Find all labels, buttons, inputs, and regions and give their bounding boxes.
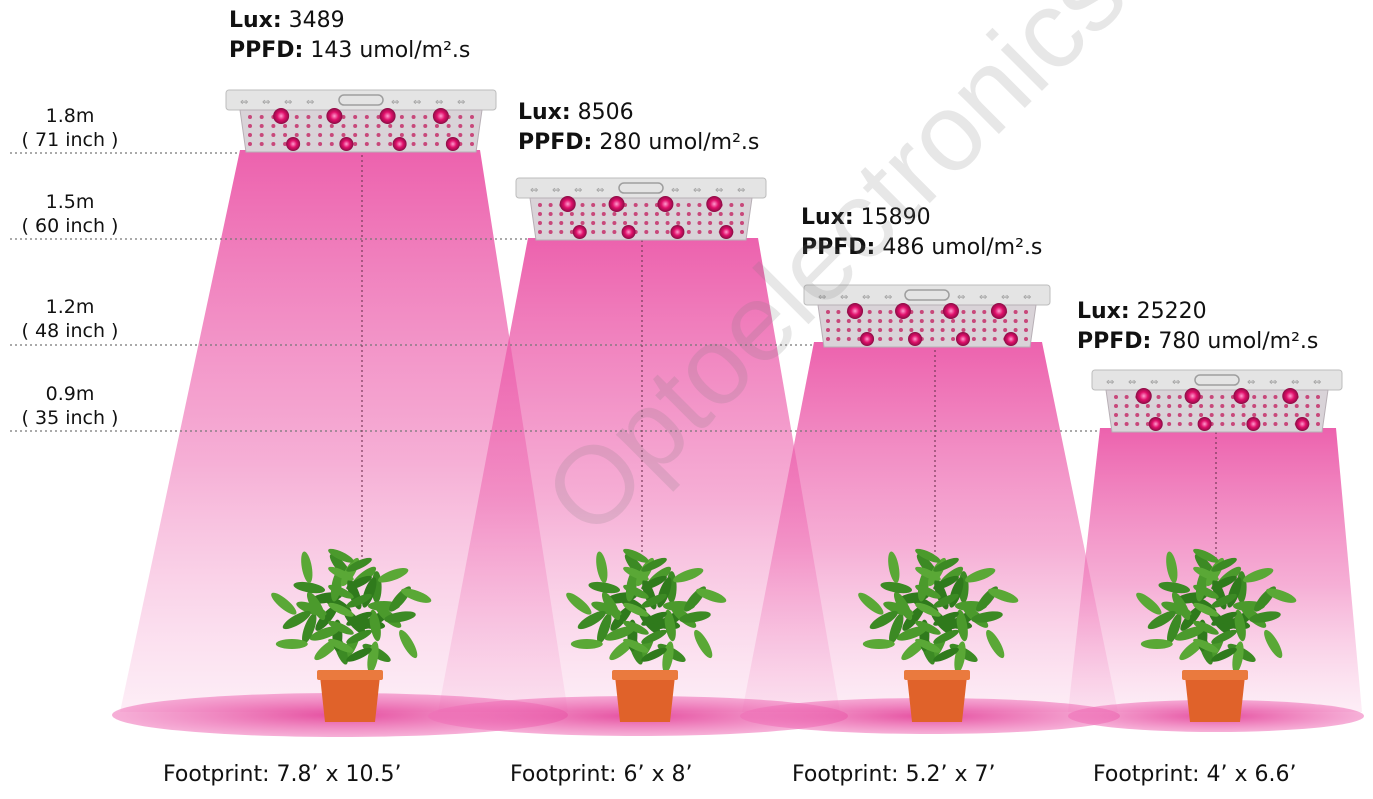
svg-text:⇔: ⇔ xyxy=(1150,377,1158,388)
svg-text:⇔: ⇔ xyxy=(1247,377,1255,388)
svg-text:⇔: ⇔ xyxy=(596,185,604,196)
svg-text:⇔: ⇔ xyxy=(262,97,270,108)
svg-text:⇔: ⇔ xyxy=(530,185,538,196)
height-label-4: 0.9m( 35 inch ) xyxy=(21,383,119,429)
light-2-readings: Lux: 8506 PPFD: 280 umol/m².s xyxy=(518,100,760,155)
height-label-2: 1.5m( 60 inch ) xyxy=(21,191,119,237)
plant-2 xyxy=(566,548,727,722)
svg-text:⇔: ⇔ xyxy=(737,185,745,196)
svg-text:⇔: ⇔ xyxy=(1291,377,1299,388)
height-label-1: 1.8m( 71 inch ) xyxy=(21,105,119,151)
light-panel-2: ⇔ ⇔ ⇔ ⇔ ⇔ ⇔ ⇔ ⇔ xyxy=(515,177,767,241)
center-guides xyxy=(361,155,1217,560)
svg-text:⇔: ⇔ xyxy=(306,97,314,108)
svg-text:⇔: ⇔ xyxy=(715,185,723,196)
svg-text:⇔: ⇔ xyxy=(574,185,582,196)
svg-text:⇔: ⇔ xyxy=(435,97,443,108)
svg-text:⇔: ⇔ xyxy=(693,185,701,196)
height-label-3: 1.2m( 48 inch ) xyxy=(21,296,119,342)
svg-text:⇔: ⇔ xyxy=(1313,377,1321,388)
svg-text:⇔: ⇔ xyxy=(840,292,848,303)
light-1-readings: Lux: 3489 PPFD: 143 umol/m².s xyxy=(229,8,471,63)
svg-text:⇔: ⇔ xyxy=(1001,292,1009,303)
svg-text:⇔: ⇔ xyxy=(284,97,292,108)
light-panel-1: ⇔ ⇔ ⇔ ⇔ ⇔ ⇔ ⇔ ⇔ xyxy=(225,89,497,153)
footprint-label-2: Footprint: 6’ x 8’ xyxy=(510,762,693,787)
footprint-label-3: Footprint: 5.2’ x 7’ xyxy=(792,762,996,787)
grow-light-panels: ⇔ ⇔ ⇔ ⇔ ⇔ ⇔ ⇔ ⇔ ⇔ ⇔ ⇔ ⇔ ⇔ ⇔ ⇔ ⇔ ⇔ ⇔ ⇔ ⇔ ⇔ ⇔ ⇔ ⇔ ⇔ ⇔ ⇔ ⇔ ⇔ ⇔ ⇔ ⇔ xyxy=(225,89,1343,433)
beam-3 xyxy=(742,342,1118,712)
svg-text:⇔: ⇔ xyxy=(1128,377,1136,388)
svg-text:⇔: ⇔ xyxy=(1106,377,1114,388)
svg-text:⇔: ⇔ xyxy=(1269,377,1277,388)
light-4-readings: Lux: 25220 PPFD: 780 umol/m².s xyxy=(1077,299,1319,354)
beam-1 xyxy=(120,150,568,712)
plant-1 xyxy=(271,548,432,722)
plants xyxy=(271,548,1297,722)
svg-text:⇔: ⇔ xyxy=(240,97,248,108)
light-3-readings: Lux: 15890 PPFD: 486 umol/m².s xyxy=(801,205,1043,260)
svg-text:⇔: ⇔ xyxy=(884,292,892,303)
footprint-label-1: Footprint: 7.8’ x 10.5’ xyxy=(163,762,402,787)
footprint-label-4: Footprint: 4’ x 6.6’ xyxy=(1093,762,1297,787)
svg-text:⇔: ⇔ xyxy=(1172,377,1180,388)
light-panel-4: ⇔ ⇔ ⇔ ⇔ ⇔ ⇔ ⇔ ⇔ xyxy=(1091,369,1343,433)
svg-text:⇔: ⇔ xyxy=(818,292,826,303)
plant-4 xyxy=(1136,548,1297,722)
height-guides xyxy=(10,152,1100,432)
svg-text:⇔: ⇔ xyxy=(957,292,965,303)
svg-text:⇔: ⇔ xyxy=(457,97,465,108)
svg-text:⇔: ⇔ xyxy=(413,97,421,108)
svg-text:⇔: ⇔ xyxy=(1023,292,1031,303)
beam-2 xyxy=(438,238,840,712)
svg-text:⇔: ⇔ xyxy=(391,97,399,108)
svg-text:⇔: ⇔ xyxy=(979,292,987,303)
light-panel-3: ⇔ ⇔ ⇔ ⇔ ⇔ ⇔ ⇔ ⇔ xyxy=(803,284,1051,348)
plant-3 xyxy=(858,548,1019,722)
svg-text:⇔: ⇔ xyxy=(552,185,560,196)
svg-text:⇔: ⇔ xyxy=(671,185,679,196)
svg-text:⇔: ⇔ xyxy=(862,292,870,303)
